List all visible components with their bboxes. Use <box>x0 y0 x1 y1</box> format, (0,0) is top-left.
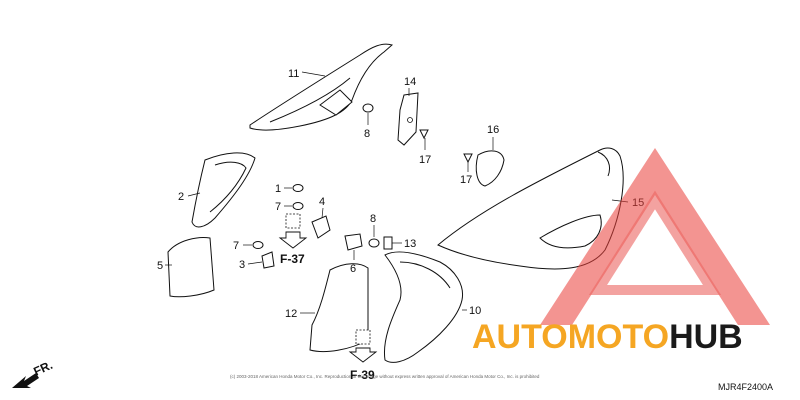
section-ref-f37: F-37 <box>278 213 308 266</box>
watermark-part1: AUTOMOTO <box>472 318 669 356</box>
label-part-3: 3 <box>239 259 245 271</box>
label-part-2: 2 <box>178 191 184 203</box>
section-ref-f39: F-39 <box>348 329 378 382</box>
part-16-cap <box>475 137 505 187</box>
part-11-lower-pad <box>300 263 369 353</box>
label-part-16: 16 <box>487 124 499 136</box>
part-4-bracket <box>311 207 331 239</box>
label-part-6: 6 <box>350 263 356 275</box>
part-7-clip-lower <box>243 241 264 249</box>
label-part-17-a: 17 <box>419 154 431 166</box>
watermark-part2: HUB <box>669 318 743 356</box>
part-5-pad <box>165 237 215 298</box>
label-part-4: 4 <box>319 196 325 208</box>
part-8-grommet-upper <box>362 103 374 125</box>
label-part-8-middle: 8 <box>370 213 376 225</box>
part-10-inner-panel <box>383 251 467 363</box>
part-7-clip-upper <box>284 202 304 210</box>
label-part-5: 5 <box>157 260 163 272</box>
copyright-text: (c) 2003-2018 American Honda Motor Co., … <box>230 374 540 379</box>
f37-label: F-37 <box>280 252 305 266</box>
part-17-screw-a <box>419 129 429 150</box>
f39-label: F-39 <box>350 368 375 382</box>
diagram-code: MJR4F2400A <box>718 382 773 392</box>
part-8-grommet-middle <box>368 225 380 248</box>
label-part-11: 12 <box>285 308 297 320</box>
part-12-rear-cowl <box>249 43 394 131</box>
part-15-side-cowl <box>437 147 629 270</box>
label-part-7-upper: 7 <box>275 201 281 213</box>
part-2-side-cover <box>187 152 256 228</box>
part-3-clip <box>247 251 275 269</box>
label-part-8-upper: 8 <box>364 128 370 140</box>
label-part-7-lower: 7 <box>233 240 239 252</box>
part-13-clip <box>383 236 402 250</box>
part-1-nut <box>284 184 304 192</box>
label-part-10: 10 <box>469 305 481 317</box>
watermark-text: AUTOMOTOHUB <box>472 318 743 356</box>
front-direction-arrow: FR. <box>12 358 55 388</box>
label-part-1: 1 <box>275 183 281 195</box>
part-17-screw-b <box>463 153 473 172</box>
label-part-17-b: 17 <box>460 174 472 186</box>
front-label: FR. <box>31 358 54 379</box>
label-part-14: 14 <box>404 76 416 88</box>
label-part-12: 11 <box>288 68 299 80</box>
label-part-13: 13 <box>404 238 416 250</box>
part-6-clip <box>344 233 363 260</box>
part-14-bracket <box>397 88 419 146</box>
watermark-logo-icon <box>540 148 770 325</box>
